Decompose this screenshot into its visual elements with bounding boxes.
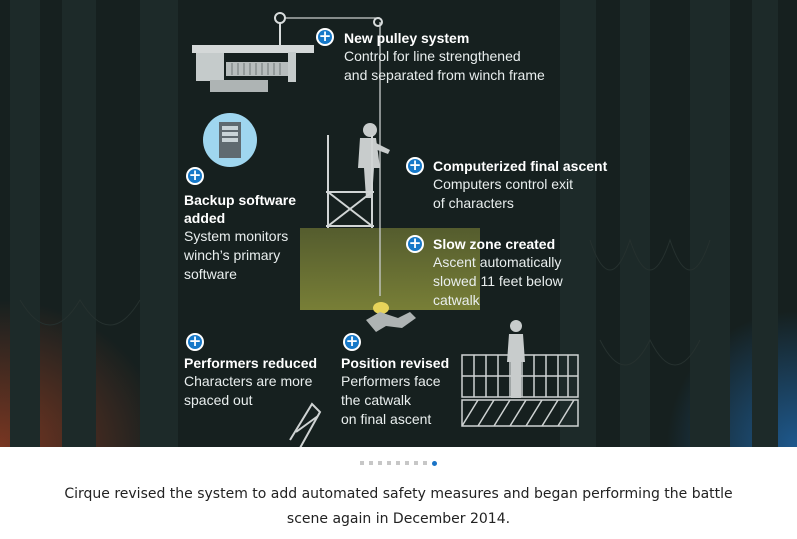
plus-icon[interactable] (406, 235, 424, 253)
server-icon (203, 113, 257, 167)
carousel-dot[interactable] (423, 461, 427, 465)
callout-position-revised: Position revised Performers face the cat… (341, 354, 449, 429)
lift-tower (326, 135, 374, 228)
carousel-dot[interactable] (387, 461, 391, 465)
caption-text: Cirque revised the system to add automat… (64, 486, 733, 527)
callout-backup-software-added: Backup software added System monitors wi… (184, 191, 296, 284)
callout-new-pulley-system: New pulley system Control for line stren… (344, 29, 545, 85)
callout-title: Backup software added (184, 192, 297, 226)
plus-icon[interactable] (406, 157, 424, 175)
performer-icon (358, 123, 390, 198)
winch-icon (192, 45, 314, 92)
callout-body: Characters are more spaced out (184, 373, 313, 408)
carousel-dot[interactable] (378, 461, 382, 465)
catwalk-icon (461, 354, 579, 427)
callout-performers-reduced: Performers reduced Characters are more s… (184, 354, 317, 410)
plus-icon[interactable] (343, 333, 361, 351)
callout-title: Slow zone created (433, 236, 556, 252)
carousel-dot[interactable] (414, 461, 418, 465)
callout-body: System monitors winch’s primary software (184, 228, 289, 282)
plus-icon[interactable] (186, 167, 204, 185)
callout-title: Performers reduced (184, 355, 318, 371)
carousel-dot[interactable] (369, 461, 373, 465)
carousel-dot[interactable] (405, 461, 409, 465)
infographic-background (0, 12, 797, 447)
falling-performer-icon (366, 302, 416, 332)
carousel-dot-active[interactable] (432, 460, 437, 466)
carousel-dot[interactable] (396, 461, 400, 465)
slow-zone-band (300, 228, 480, 310)
callout-body: Computers control exit of characters (433, 176, 574, 211)
plus-icon[interactable] (316, 28, 334, 46)
catwalk-performer-icon (507, 320, 525, 398)
callout-body: Control for line strengthened and separa… (344, 48, 545, 83)
plus-icon[interactable] (186, 333, 204, 351)
callout-title: Computerized final ascent (433, 158, 608, 174)
carousel-dot[interactable] (360, 461, 364, 465)
callout-body: Ascent automatically slowed 11 feet belo… (433, 254, 563, 308)
callout-body: Performers face the catwalk on final asc… (341, 373, 441, 427)
carousel-pagination (0, 460, 797, 466)
pulley-icon (274, 12, 383, 48)
callout-slow-zone-created: Slow zone created Ascent automatically s… (433, 235, 563, 310)
infographic-stage: New pulley system Control for line stren… (0, 0, 797, 447)
callout-title: New pulley system (344, 30, 470, 46)
callout-title: Position revised (341, 355, 450, 371)
callout-computerized-final-ascent: Computerized final ascent Computers cont… (433, 157, 607, 213)
lift-fragment (289, 402, 322, 447)
